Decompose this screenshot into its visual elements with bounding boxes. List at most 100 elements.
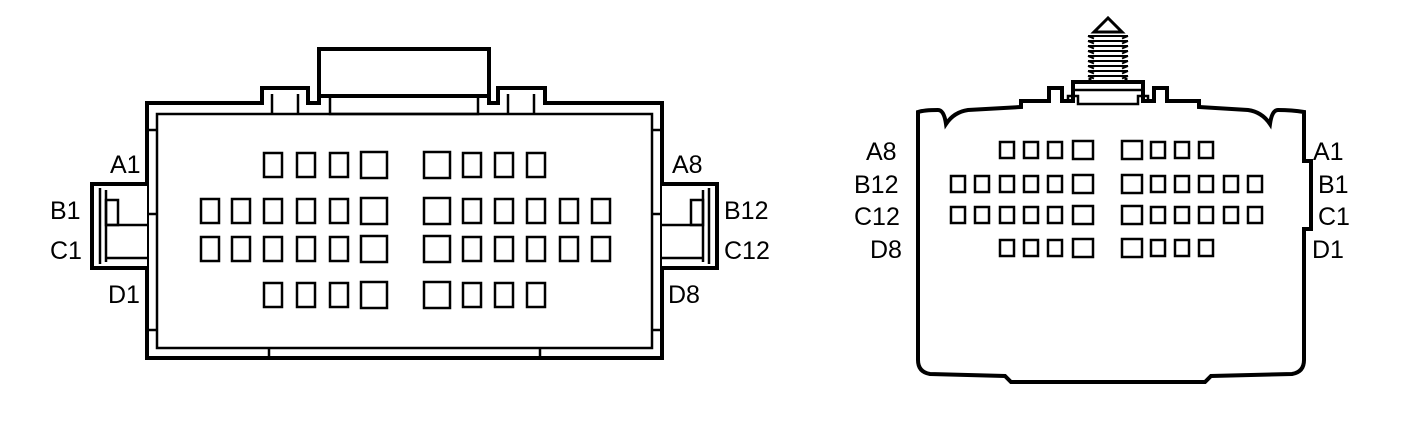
pin-cavity xyxy=(422,196,452,226)
pin-cavity xyxy=(199,235,221,263)
pin-cavity xyxy=(949,174,967,194)
pin-cavity xyxy=(422,234,452,264)
thread-line xyxy=(1087,65,1129,70)
pin-cavity xyxy=(262,235,284,263)
pin-cavity xyxy=(262,151,284,179)
pin-cavity xyxy=(1149,174,1167,194)
pin-cavity xyxy=(493,281,515,309)
pin-cavity xyxy=(295,281,317,309)
thread-line xyxy=(1087,35,1129,40)
label-b1: B1 xyxy=(50,197,81,225)
pin-cavity xyxy=(328,235,350,263)
pin-cavity xyxy=(1071,173,1095,195)
label-a1: A1 xyxy=(110,151,141,179)
pin-cavity xyxy=(1071,204,1095,226)
pin-cavity xyxy=(359,280,389,310)
pin-cavity xyxy=(949,205,967,225)
pin-cavity xyxy=(998,140,1016,160)
pin-cavity xyxy=(1022,238,1040,258)
pin-cavity xyxy=(1046,174,1064,194)
label-a1: A1 xyxy=(1313,138,1344,166)
pin-cavity xyxy=(295,235,317,263)
pin-cavity xyxy=(1222,174,1240,194)
pin-cavity xyxy=(1246,174,1264,194)
pin-cavity xyxy=(1149,238,1167,258)
pin-cavity xyxy=(1173,174,1191,194)
pin-cavity xyxy=(230,197,252,225)
label-c12: C12 xyxy=(854,203,900,231)
pin-cavity xyxy=(493,197,515,225)
pin-cavity xyxy=(525,281,547,309)
pin-cavity xyxy=(461,235,483,263)
pin-cavity xyxy=(590,235,612,263)
left-cavity-grid xyxy=(199,150,612,310)
pin-cavity xyxy=(1173,140,1191,160)
pin-cavity xyxy=(1022,174,1040,194)
pin-cavity xyxy=(558,235,580,263)
pin-cavity xyxy=(1120,139,1144,161)
pin-cavity xyxy=(1222,205,1240,225)
pin-cavity xyxy=(262,281,284,309)
pin-cavity xyxy=(1120,237,1144,259)
pin-cavity xyxy=(525,151,547,179)
pin-cavity xyxy=(973,174,991,194)
pin-cavity xyxy=(998,205,1016,225)
pin-cavity xyxy=(1022,205,1040,225)
thread-line xyxy=(1087,60,1129,65)
right-side-clip xyxy=(652,182,719,270)
pin-cavity xyxy=(328,197,350,225)
right-body-outline xyxy=(916,80,1313,384)
pin-cavity xyxy=(493,235,515,263)
pin-cavity xyxy=(422,150,452,180)
pin-cavity xyxy=(525,197,547,225)
label-b1: B1 xyxy=(1318,171,1349,199)
pin-cavity xyxy=(1173,238,1191,258)
right-cavity-grid xyxy=(949,139,1264,259)
thread-line xyxy=(1087,70,1129,75)
pin-cavity xyxy=(328,281,350,309)
pin-cavity xyxy=(525,235,547,263)
left-side-clip xyxy=(90,182,157,270)
pin-cavity xyxy=(359,196,389,226)
pin-cavity xyxy=(558,197,580,225)
pin-cavity xyxy=(1197,174,1215,194)
latch-strip xyxy=(328,94,480,116)
label-a8: A8 xyxy=(672,151,703,179)
pin-cavity xyxy=(295,197,317,225)
label-c1: C1 xyxy=(1318,203,1350,231)
pin-cavity xyxy=(359,150,389,180)
pin-cavity xyxy=(1197,140,1215,160)
pin-cavity xyxy=(1197,238,1215,258)
pin-cavity xyxy=(461,281,483,309)
pin-cavity xyxy=(973,205,991,225)
pin-cavity xyxy=(199,197,221,225)
pin-cavity xyxy=(1046,205,1064,225)
label-d1: D1 xyxy=(1312,236,1344,264)
thread-line xyxy=(1087,75,1129,80)
pin-cavity xyxy=(590,197,612,225)
thread-line xyxy=(1087,40,1129,45)
pin-cavity xyxy=(422,280,452,310)
label-d8: D8 xyxy=(668,281,700,309)
pin-cavity xyxy=(1071,237,1095,259)
pin-cavity xyxy=(1173,205,1191,225)
label-c12: C12 xyxy=(724,237,770,265)
pin-cavity xyxy=(461,151,483,179)
thread-line xyxy=(1087,55,1129,60)
pin-cavity xyxy=(1046,238,1064,258)
pin-cavity xyxy=(1046,140,1064,160)
label-b12: B12 xyxy=(724,197,768,225)
pin-cavity xyxy=(328,151,350,179)
thread-line xyxy=(1087,45,1129,50)
pin-cavity xyxy=(295,151,317,179)
latch-detail xyxy=(1066,94,1150,106)
pin-cavity xyxy=(1120,204,1144,226)
pin-cavity xyxy=(461,197,483,225)
pin-cavity xyxy=(1071,139,1095,161)
pin-cavity xyxy=(1246,205,1264,225)
thread-line xyxy=(1087,50,1129,55)
label-d8: D8 xyxy=(870,236,902,264)
pin-cavity xyxy=(1022,140,1040,160)
pin-cavity xyxy=(493,151,515,179)
